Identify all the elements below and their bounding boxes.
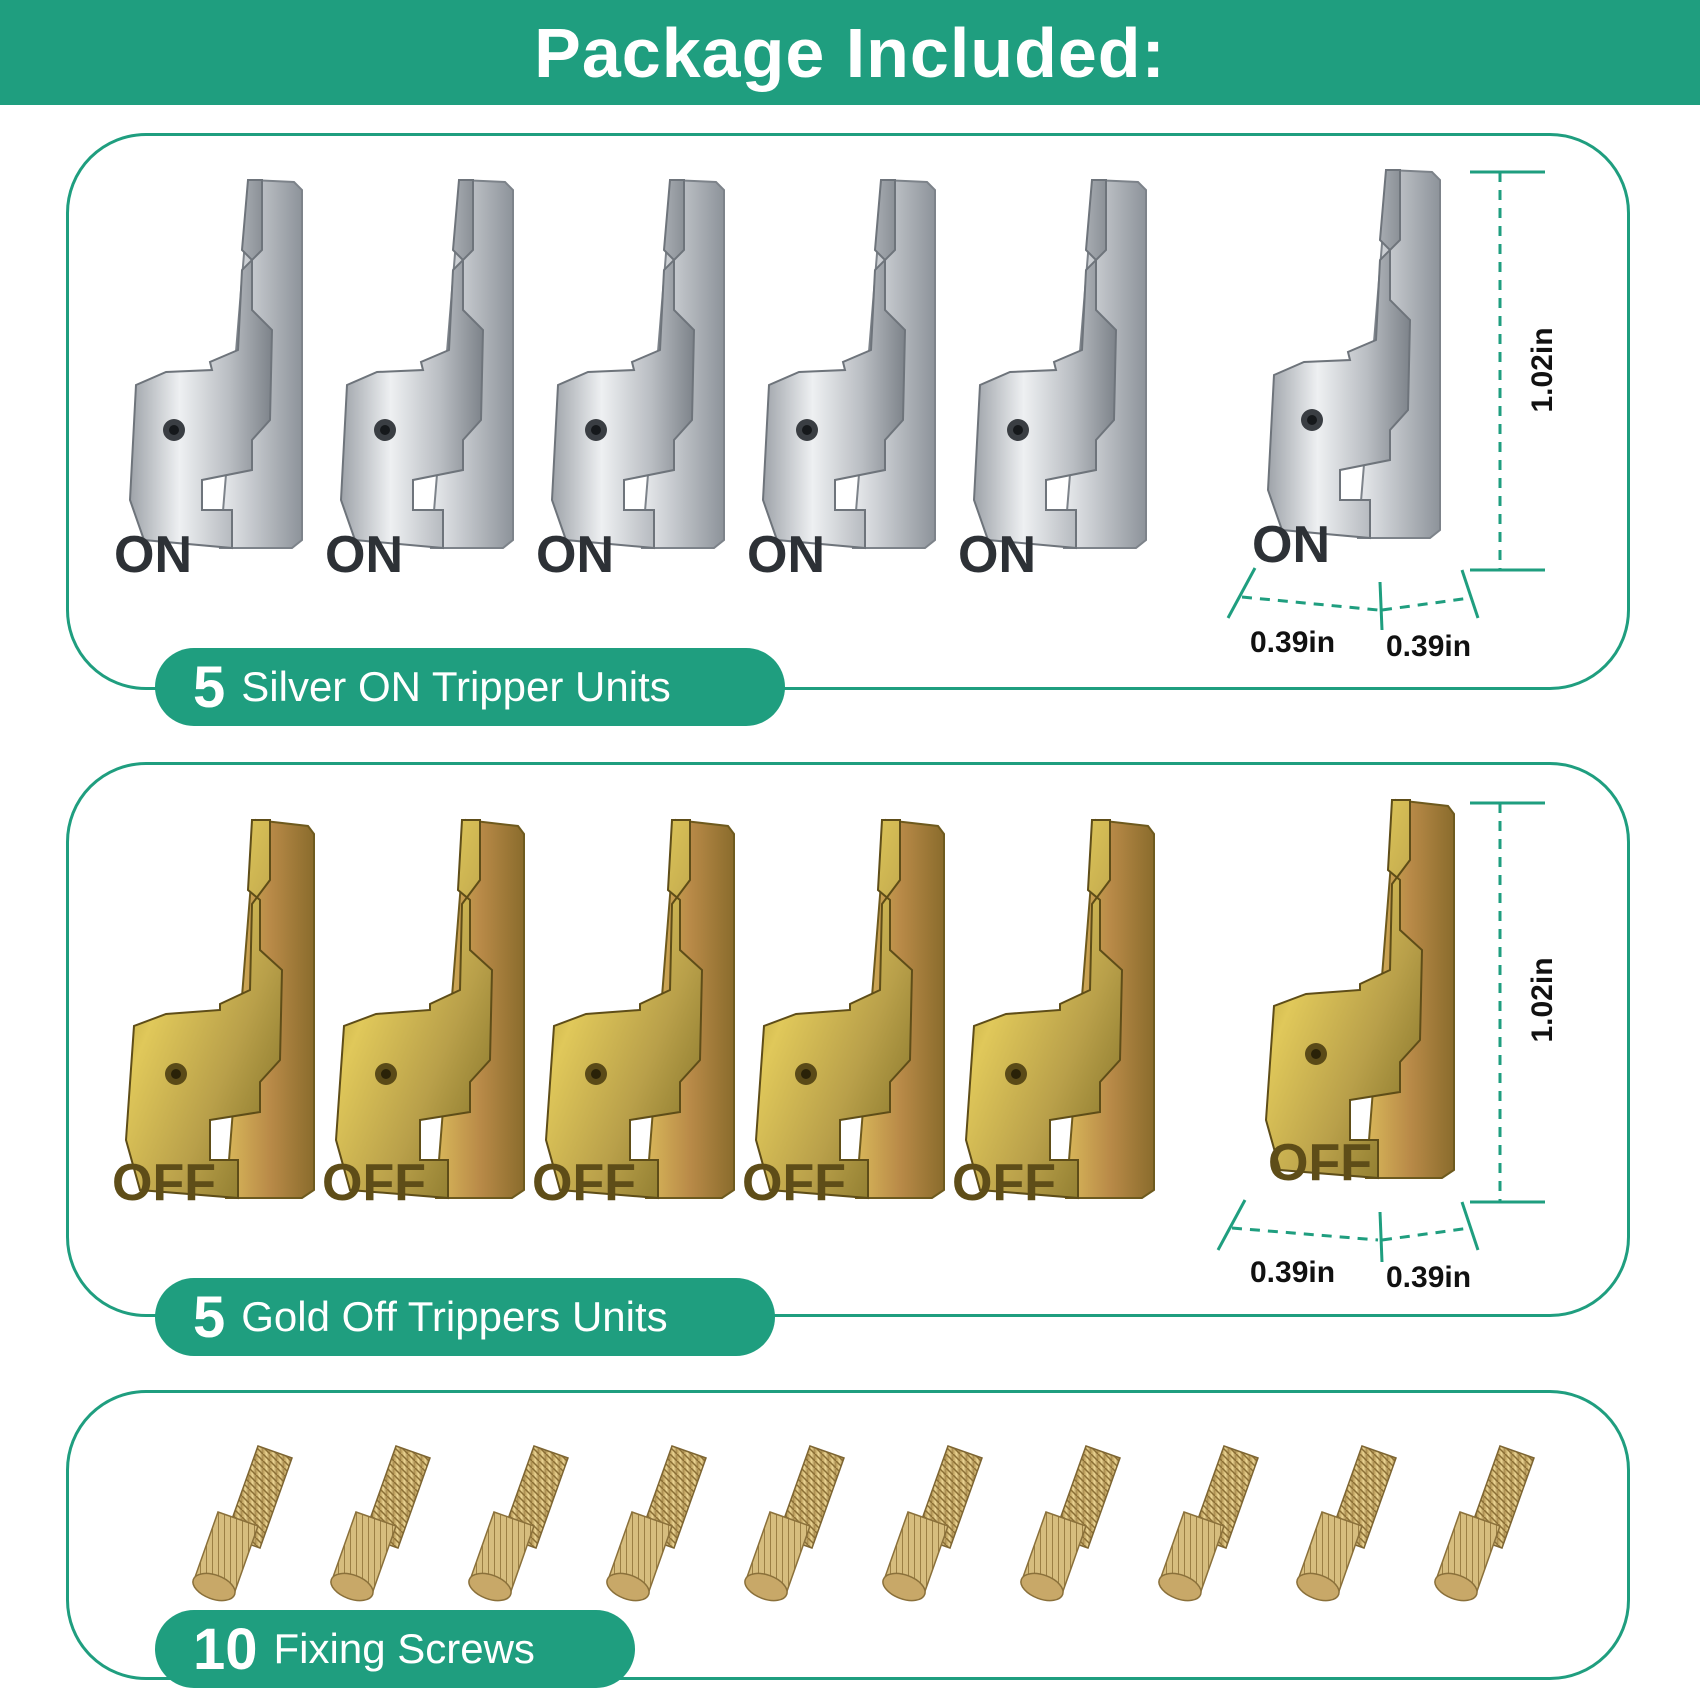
- fixing-screws-count: 10: [193, 1616, 258, 1682]
- silver-tripper-panel: [66, 133, 1630, 690]
- silver-tripper-count: 5: [193, 654, 226, 720]
- gold-tripper-caption: 5 Gold Off Trippers Units: [155, 1278, 775, 1356]
- fixing-screws-caption: 10 Fixing Screws: [155, 1610, 635, 1688]
- fixing-screws-label: Fixing Screws: [273, 1625, 535, 1672]
- page-title: Package Included:: [534, 13, 1166, 92]
- silver-tripper-caption: 5 Silver ON Tripper Units: [155, 648, 785, 726]
- silver-tripper-label: Silver ON Tripper Units: [241, 663, 671, 710]
- header-banner: Package Included:: [0, 0, 1700, 105]
- gold-tripper-panel: [66, 762, 1630, 1317]
- gold-tripper-count: 5: [193, 1284, 226, 1350]
- gold-tripper-label: Gold Off Trippers Units: [241, 1293, 668, 1340]
